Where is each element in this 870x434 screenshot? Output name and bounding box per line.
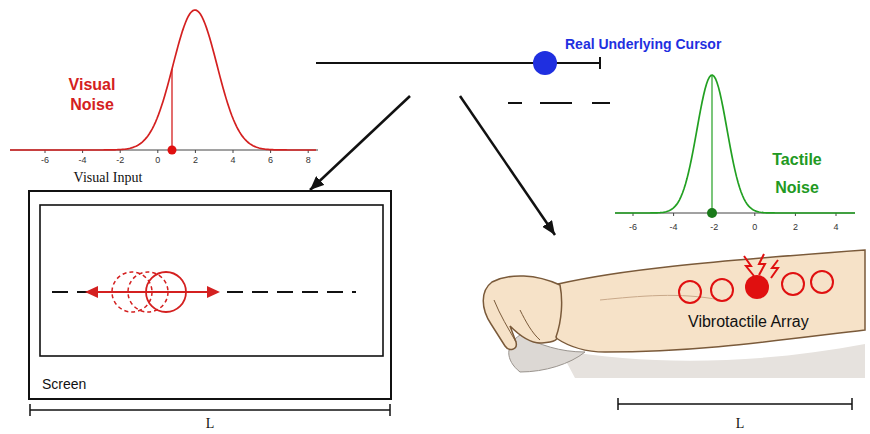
tactile-noise-curve <box>615 75 855 213</box>
visual-noise-curve <box>10 10 316 150</box>
screen-inner-frame <box>40 205 383 356</box>
cursor-track-line <box>316 62 600 64</box>
axis-tick-label: 0 <box>752 222 757 232</box>
visual-sample-dot <box>168 146 177 155</box>
motion-arrowhead <box>207 286 220 298</box>
dimension-label: L <box>206 416 215 432</box>
axis-tick-label: -4 <box>670 222 678 232</box>
axis-tick-label: 2 <box>793 222 798 232</box>
dimension-label: L <box>736 416 745 432</box>
forearm-region: Vibrotactile Array <box>470 235 865 380</box>
length-ruler <box>30 404 390 416</box>
axis-tick-label: 4 <box>230 155 235 165</box>
tactile-sample-line <box>711 76 712 213</box>
plot-title: Visual Noise <box>60 75 124 115</box>
axis-tick-label: 4 <box>833 222 838 232</box>
axis-title: Visual Input <box>74 170 143 186</box>
signal-arrow <box>460 96 555 235</box>
active-motor <box>745 275 769 299</box>
vibrotactile-motor <box>679 271 833 303</box>
axis-tick-label: 0 <box>155 155 160 165</box>
track-end-tick <box>599 57 601 69</box>
axis-tick-label: -2 <box>710 222 718 232</box>
finger-line <box>520 310 540 340</box>
cursor-track: Real Underlying Cursor <box>315 34 760 96</box>
visual-sample-line <box>171 69 172 150</box>
screen-label: Screen <box>42 376 86 392</box>
plot-title: Tactile Noise <box>761 146 833 202</box>
axis-tick-label: -4 <box>79 155 87 165</box>
track-dashes <box>508 102 610 104</box>
finger-line <box>494 300 516 342</box>
axis-tick-label: -6 <box>41 155 49 165</box>
axis-tick-label: 2 <box>193 155 198 165</box>
underlying-cursor <box>533 51 557 75</box>
forearm <box>556 250 865 352</box>
vibration-bolts <box>744 254 778 278</box>
arm-shading <box>600 295 720 300</box>
axis-tick-label: 6 <box>268 155 273 165</box>
hand <box>483 276 561 350</box>
length-ruler <box>618 398 852 410</box>
axis-tick-label: 8 <box>306 155 311 165</box>
motion-arrow <box>95 291 209 293</box>
axis-tick-label: -6 <box>629 222 637 232</box>
signal-arrow <box>310 96 410 190</box>
cursor-label: Real Underlying Cursor <box>565 36 721 52</box>
tactile-sample-dot <box>707 208 717 218</box>
screen-box: Screen <box>28 190 392 400</box>
motion-arrowhead <box>85 286 98 298</box>
array-label: Vibrotactile Array <box>688 313 809 331</box>
axis-tick-label: -2 <box>116 155 124 165</box>
